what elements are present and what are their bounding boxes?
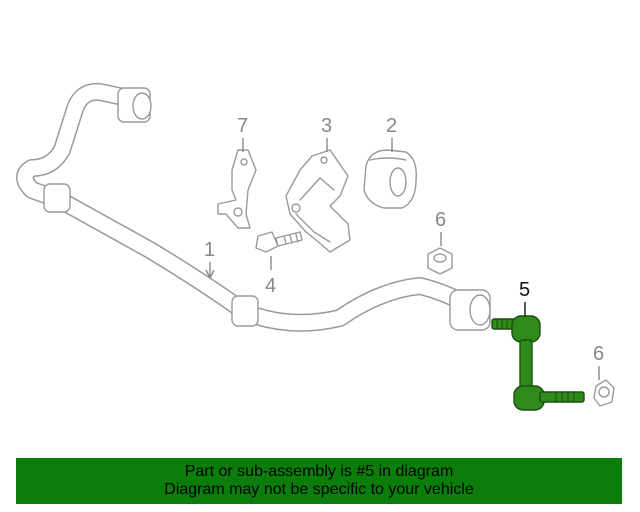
callout-1: 1 xyxy=(204,239,215,261)
callout-4: 4 xyxy=(265,275,276,297)
nut-lower xyxy=(593,379,615,407)
callout-5: 5 xyxy=(519,279,530,301)
bracket-large xyxy=(285,149,351,253)
stabilizer-link xyxy=(491,315,585,411)
callout-6-lower: 6 xyxy=(593,343,604,365)
parts-diagram: 1 7 3 2 4 6 6 5 xyxy=(16,82,615,411)
bushing xyxy=(363,149,417,209)
caption-line-1: Part or sub-assembly is #5 in diagram xyxy=(184,463,454,480)
callout-7: 7 xyxy=(237,115,248,137)
callout-3: 3 xyxy=(321,115,332,137)
caption-line-2: Diagram may not be specific to your vehi… xyxy=(164,481,474,498)
bracket-small xyxy=(217,149,257,229)
callout-2: 2 xyxy=(386,115,397,137)
nut-upper xyxy=(427,247,453,275)
caption-banner: Part or sub-assembly is #5 in diagram Di… xyxy=(16,458,622,504)
callout-6-upper: 6 xyxy=(435,209,446,231)
stabilizer-bar xyxy=(16,82,491,332)
bolt xyxy=(255,231,303,253)
